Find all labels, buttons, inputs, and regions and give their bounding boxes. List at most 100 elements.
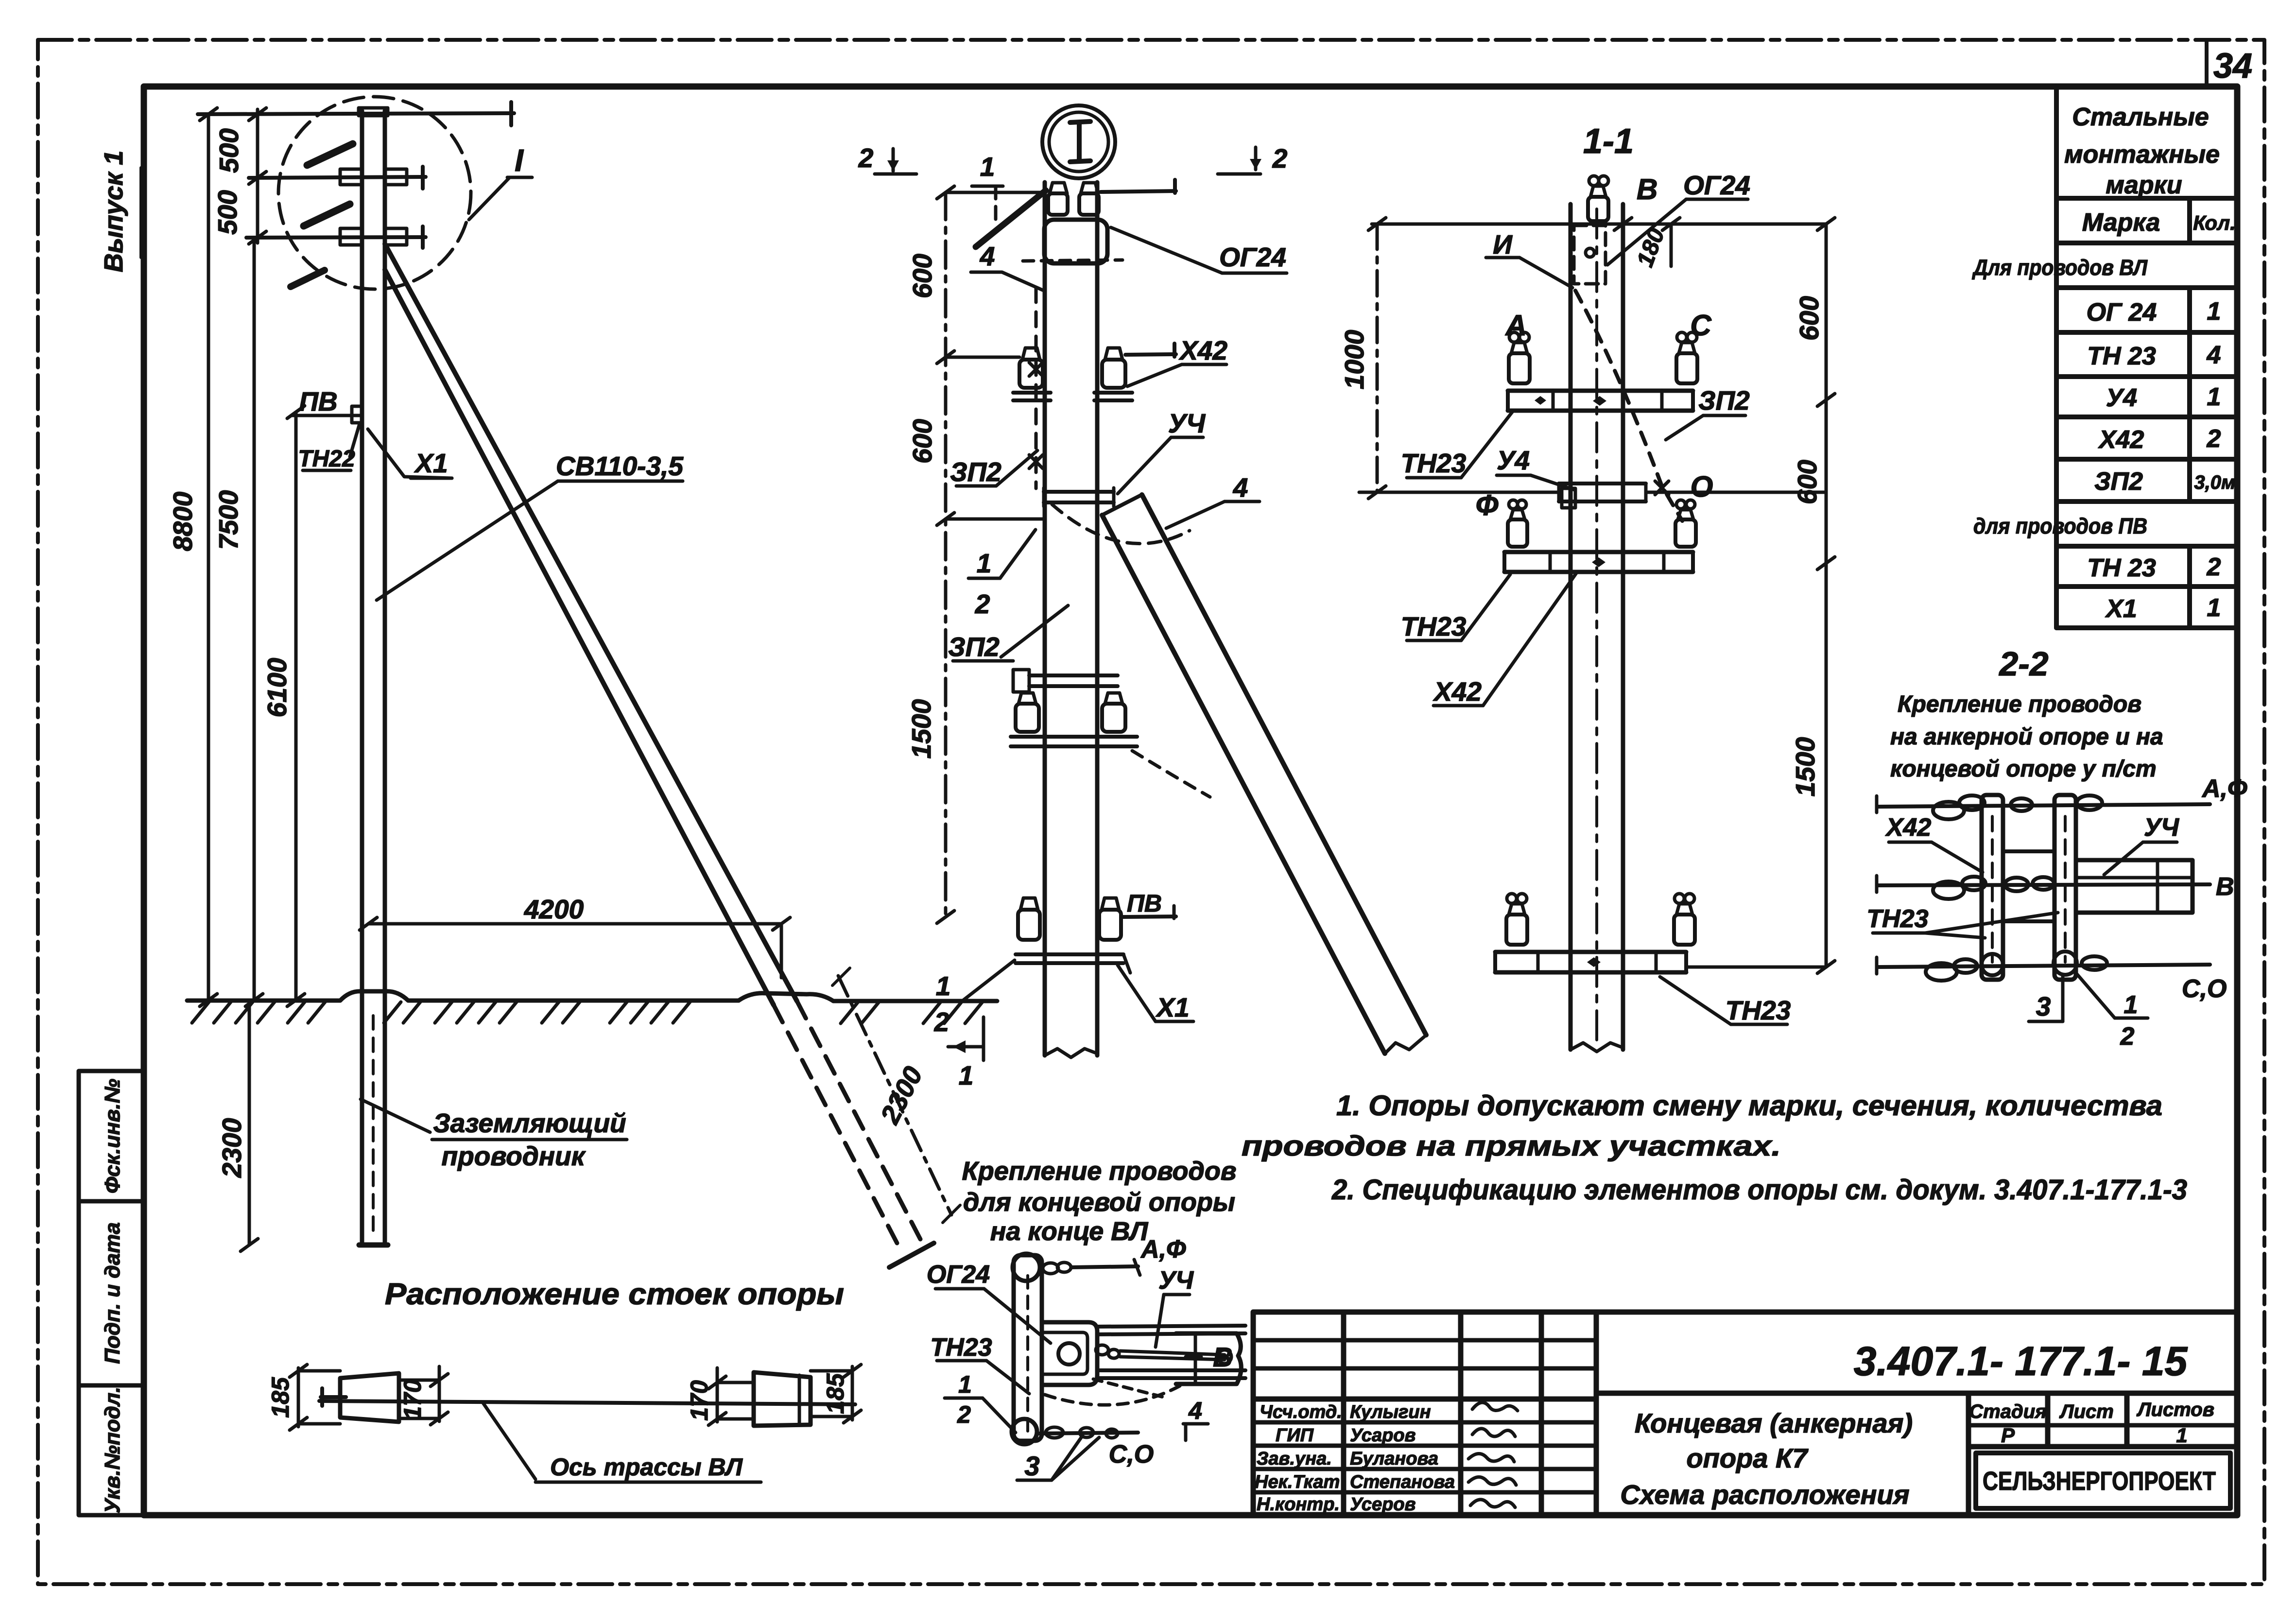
- svg-text:ОГ24: ОГ24: [1683, 170, 1750, 200]
- svg-text:ТН23: ТН23: [930, 1333, 992, 1362]
- svg-text:600: 600: [907, 254, 937, 298]
- svg-text:А,Ф: А,Ф: [1140, 1235, 1186, 1263]
- svg-text:И: И: [1493, 229, 1513, 259]
- svg-text:2: 2: [2207, 425, 2221, 453]
- svg-text:Кол.: Кол.: [2193, 211, 2236, 234]
- svg-text:2300: 2300: [217, 1118, 247, 1178]
- svg-text:1-1: 1-1: [1583, 122, 1634, 161]
- svg-text:ТН23: ТН23: [1726, 995, 1791, 1025]
- svg-text:2. Спецификацию элементов оп: 2. Спецификацию элементов опоры см. доку…: [1331, 1174, 2187, 1206]
- svg-text:Ф: Ф: [1476, 489, 1499, 521]
- svg-text:ТН23: ТН23: [1866, 905, 1928, 933]
- svg-text:600: 600: [1792, 460, 1822, 504]
- svg-text:170: 170: [399, 1379, 426, 1420]
- svg-text:Расположение стоек опоры: Расположение стоек опоры: [385, 1278, 844, 1311]
- svg-text:ТН22: ТН22: [298, 446, 355, 472]
- svg-text:марки: марки: [2106, 171, 2182, 199]
- svg-text:Укв.№подл.: Укв.№подл.: [101, 1387, 124, 1514]
- svg-text:А,Ф: А,Ф: [2201, 775, 2247, 803]
- svg-text:Н.контр.: Н.контр.: [1257, 1494, 1340, 1515]
- svg-text:1: 1: [2124, 991, 2138, 1019]
- svg-text:4: 4: [2207, 341, 2221, 369]
- svg-text:Х42: Х42: [1433, 676, 1482, 707]
- svg-text:Усеров: Усеров: [1350, 1494, 1416, 1515]
- svg-text:Х42: Х42: [2098, 426, 2144, 454]
- svg-text:170: 170: [686, 1380, 713, 1421]
- svg-text:2: 2: [1272, 143, 1288, 173]
- svg-text:С,О: С,О: [1109, 1440, 1154, 1469]
- svg-text:ОГ24: ОГ24: [1219, 242, 1286, 272]
- svg-text:Чсч.отд.: Чсч.отд.: [1260, 1402, 1342, 1422]
- svg-text:проводник: проводник: [442, 1141, 587, 1171]
- svg-text:1: 1: [959, 1060, 974, 1090]
- svg-text:2: 2: [2207, 553, 2221, 581]
- svg-text:Степанова: Степанова: [1350, 1472, 1455, 1492]
- svg-text:1. Опоры допускают смену ма: 1. Опоры допускают смену марки, сечения,…: [1336, 1090, 2162, 1122]
- svg-text:концевой опоре у п/ст: концевой опоре у п/ст: [1890, 756, 2157, 782]
- svg-text:1000: 1000: [1339, 329, 1369, 389]
- svg-text:УЧ: УЧ: [1158, 1266, 1194, 1295]
- svg-text:185: 185: [267, 1377, 294, 1418]
- svg-text:600: 600: [1794, 296, 1824, 341]
- svg-text:ОГ 24: ОГ 24: [2087, 298, 2157, 327]
- svg-text:2: 2: [957, 1401, 971, 1428]
- svg-text:Х1: Х1: [2105, 595, 2137, 623]
- svg-text:Х1: Х1: [1155, 992, 1189, 1022]
- svg-text:3.407.1- 177.1- 15: 3.407.1- 177.1- 15: [1854, 1338, 2188, 1384]
- svg-text:ТН23: ТН23: [1401, 448, 1467, 478]
- svg-text:3: 3: [1024, 1451, 1039, 1481]
- svg-text:185: 185: [822, 1373, 849, 1414]
- svg-text:ТН 23: ТН 23: [2087, 554, 2156, 582]
- svg-text:Подп. и дата: Подп. и дата: [101, 1222, 124, 1364]
- svg-text:Схема расположения: Схема расположения: [1620, 1479, 1909, 1510]
- svg-text:Для проводов ВЛ: Для проводов ВЛ: [1971, 255, 2148, 280]
- svg-text:СВ110-3,5: СВ110-3,5: [556, 451, 684, 481]
- svg-text:600: 600: [907, 419, 937, 464]
- svg-text:8800: 8800: [168, 491, 198, 551]
- svg-text:1: 1: [2207, 383, 2221, 411]
- svg-text:6100: 6100: [262, 657, 292, 717]
- svg-text:Листов: Листов: [2136, 1399, 2214, 1420]
- svg-text:для проводов ПВ: для проводов ПВ: [1973, 514, 2147, 538]
- svg-text:Нек.Ткат: Нек.Ткат: [1255, 1472, 1340, 1492]
- svg-text:С: С: [1690, 309, 1712, 342]
- svg-text:монтажные: монтажные: [2064, 140, 2220, 169]
- svg-text:500: 500: [212, 190, 242, 235]
- svg-text:В: В: [2216, 873, 2234, 901]
- svg-text:2: 2: [858, 143, 874, 173]
- svg-text:ПВ: ПВ: [1127, 890, 1162, 917]
- svg-text:2: 2: [2120, 1022, 2135, 1051]
- svg-text:Крепление проводов: Крепление проводов: [1898, 691, 2141, 717]
- svg-text:В: В: [1213, 1342, 1232, 1372]
- svg-text:ЗП2: ЗП2: [1698, 385, 1750, 415]
- svg-text:проводов на прямых участ: проводов на прямых участках.: [1242, 1130, 1781, 1162]
- svg-text:2: 2: [975, 589, 990, 619]
- svg-text:Стальные: Стальные: [2072, 103, 2209, 131]
- svg-text:1: 1: [936, 971, 951, 1001]
- svg-text:Лист: Лист: [2059, 1401, 2114, 1422]
- svg-text:4: 4: [1233, 472, 1248, 502]
- svg-text:У4: У4: [2106, 384, 2137, 412]
- svg-text:Р: Р: [2001, 1424, 2015, 1447]
- svg-text:4200: 4200: [524, 894, 584, 924]
- svg-text:Буланова: Буланова: [1350, 1449, 1438, 1469]
- svg-text:2: 2: [934, 1007, 949, 1037]
- svg-text:I: I: [515, 143, 524, 178]
- svg-text:4: 4: [1188, 1397, 1202, 1424]
- svg-text:Выпуск 1: Выпуск 1: [99, 151, 128, 273]
- svg-text:С,О: С,О: [2182, 975, 2227, 1003]
- svg-text:опора К7: опора К7: [1686, 1443, 1809, 1473]
- svg-text:Крепление проводов: Крепление проводов: [962, 1157, 1237, 1186]
- svg-text:1500: 1500: [1790, 737, 1820, 796]
- svg-text:О: О: [1691, 470, 1713, 503]
- svg-text:4: 4: [980, 241, 995, 271]
- svg-text:на конце ВЛ: на конце ВЛ: [990, 1217, 1149, 1246]
- svg-text:ЗП2: ЗП2: [948, 632, 1000, 662]
- svg-text:У4: У4: [1497, 445, 1530, 475]
- svg-text:В: В: [1637, 173, 1657, 206]
- svg-text:УЧ: УЧ: [2144, 813, 2179, 842]
- svg-text:ТН23: ТН23: [1401, 611, 1467, 641]
- svg-text:7500: 7500: [213, 490, 243, 550]
- svg-text:СЕЛЬЗНЕРГОПРОЕКТ: СЕЛЬЗНЕРГОПРОЕКТ: [1983, 1467, 2216, 1496]
- svg-text:ПВ: ПВ: [299, 386, 337, 416]
